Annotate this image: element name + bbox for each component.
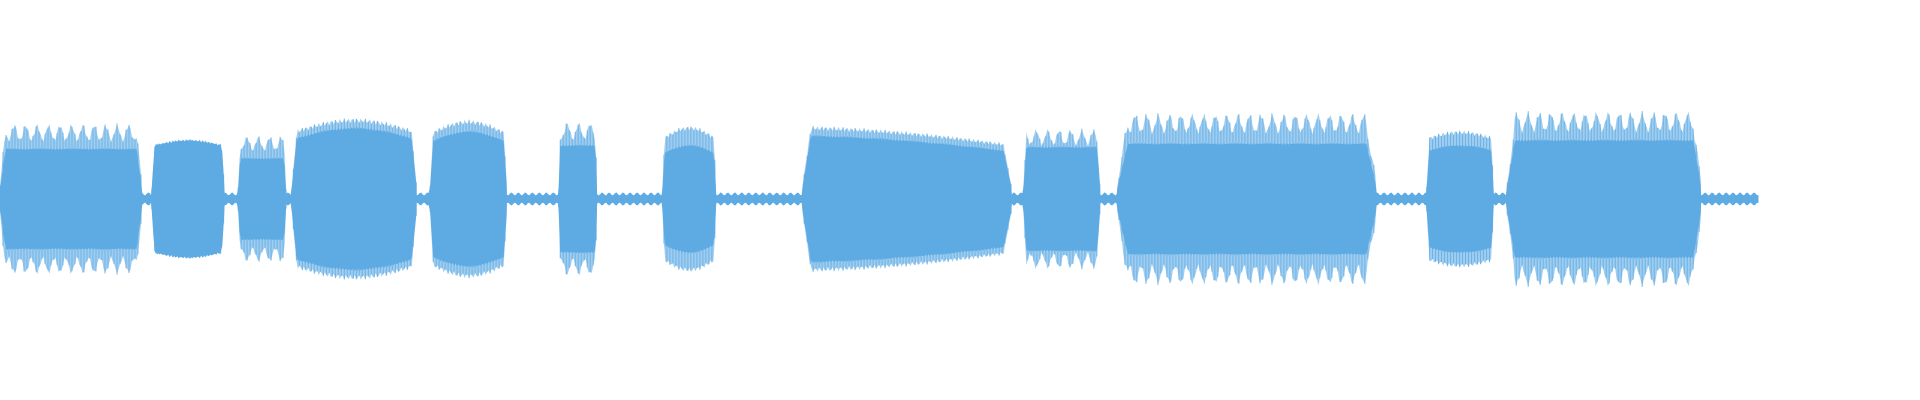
waveform-layer [0, 111, 1759, 287]
waveform-rms-body [0, 126, 1759, 272]
